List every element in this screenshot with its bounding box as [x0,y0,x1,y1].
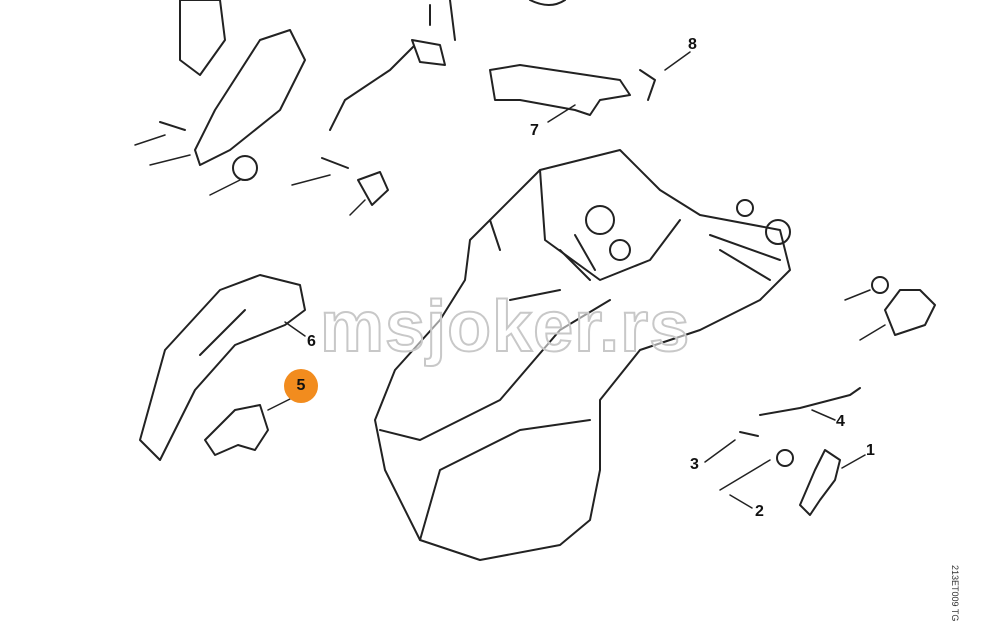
watermark: msjoker.rs [319,286,691,368]
top-cover [179,0,226,76]
part-label-2[interactable]: 2 [755,503,764,520]
part-label-6[interactable]: 6 [307,333,316,350]
part-label-8[interactable]: 8 [688,36,697,53]
part-label-7[interactable]: 7 [530,122,539,139]
part-1-lever[interactable] [799,449,841,516]
part-6-handle-cover[interactable] [139,274,306,461]
drawing-code: 213ET009 TG [950,565,960,622]
part-label-3[interactable]: 3 [690,456,699,473]
part-label-1[interactable]: 1 [866,442,875,459]
part-5-lever[interactable] [204,404,269,456]
chainsaw-housing [374,149,791,561]
right-lever [884,289,936,336]
part-7-throttle-shaft[interactable] [489,64,631,116]
part-label-4[interactable]: 4 [836,413,845,430]
part-label-5-highlighted[interactable]: 5 [284,369,318,403]
